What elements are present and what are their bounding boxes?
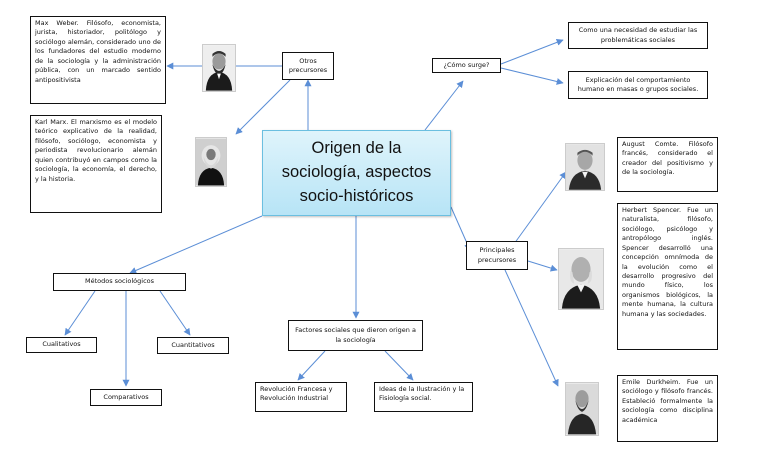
durkheim-node: Emile Durkheim. Fue un sociólogo y filós… [617, 375, 718, 442]
durkheim-portrait [565, 382, 599, 436]
arrow-principales-comte [513, 171, 567, 245]
arrow-como-explicacion [500, 67, 564, 85]
arrow-metodos-cualitativos [64, 290, 96, 336]
arrow-factores-revolucion [297, 350, 326, 381]
weber-portrait-image [203, 45, 235, 91]
arrow-metodos-cuantitativos [159, 290, 191, 336]
comte-portrait-image [566, 144, 604, 190]
central-node: Origen de la sociología, aspectos socio-… [262, 130, 451, 216]
arrow-otros-marx [235, 79, 291, 135]
central-title-line-2: sociología, aspectos [281, 163, 432, 182]
principales-precursores-node: Principales precursores [466, 241, 528, 270]
spencer-node: Herbert Spencer. Fue un naturalista, fil… [617, 203, 718, 350]
ideas-node: Ideas de la Ilustración y la Fisiología … [374, 382, 473, 412]
explicacion-node: Explicación del comportamiento humano en… [568, 71, 708, 99]
factores-node: Factores sociales que dieron origen a la… [288, 320, 423, 351]
weber-portrait [202, 44, 236, 92]
arrow-central-como [424, 80, 464, 131]
marx-portrait-image [196, 138, 226, 186]
marx-node: Karl Marx. El marxismo es el modelo teór… [30, 115, 162, 213]
cualitativos-node: Cualitativos [26, 337, 97, 353]
comte-portrait [565, 143, 605, 191]
central-title-line-1: Origen de la [311, 139, 402, 158]
comparativos-node: Comparativos [90, 389, 162, 406]
arrow-principales-spencer [527, 260, 558, 272]
spencer-portrait-image [559, 249, 603, 309]
como-surge-node: ¿Cómo surge? [432, 58, 501, 73]
arrow-factores-ideas [384, 350, 414, 381]
cuantitativos-node: Cuantitativos [157, 337, 229, 354]
arrow-como-necesidad [500, 39, 564, 65]
spencer-portrait [558, 248, 604, 310]
arrow-central-metodos [129, 215, 263, 274]
revolucion-node: Revolución Francesa y Revolución Industr… [255, 382, 347, 412]
metodos-node: Métodos sociológicos [53, 273, 186, 291]
marx-portrait [195, 137, 227, 187]
comte-node: August Comte. Filósofo francés, consider… [617, 137, 718, 192]
otros-precursores-node: Otros precursores [282, 52, 334, 80]
arrow-principales-durkheim [504, 269, 559, 387]
central-title-line-3: socio-históricos [299, 186, 414, 205]
weber-node: Max Weber. Filósofo, economista, jurista… [30, 16, 166, 104]
durkheim-portrait-image [566, 383, 598, 435]
necesidad-node: Como una necesidad de estudiar las probl… [568, 22, 708, 49]
